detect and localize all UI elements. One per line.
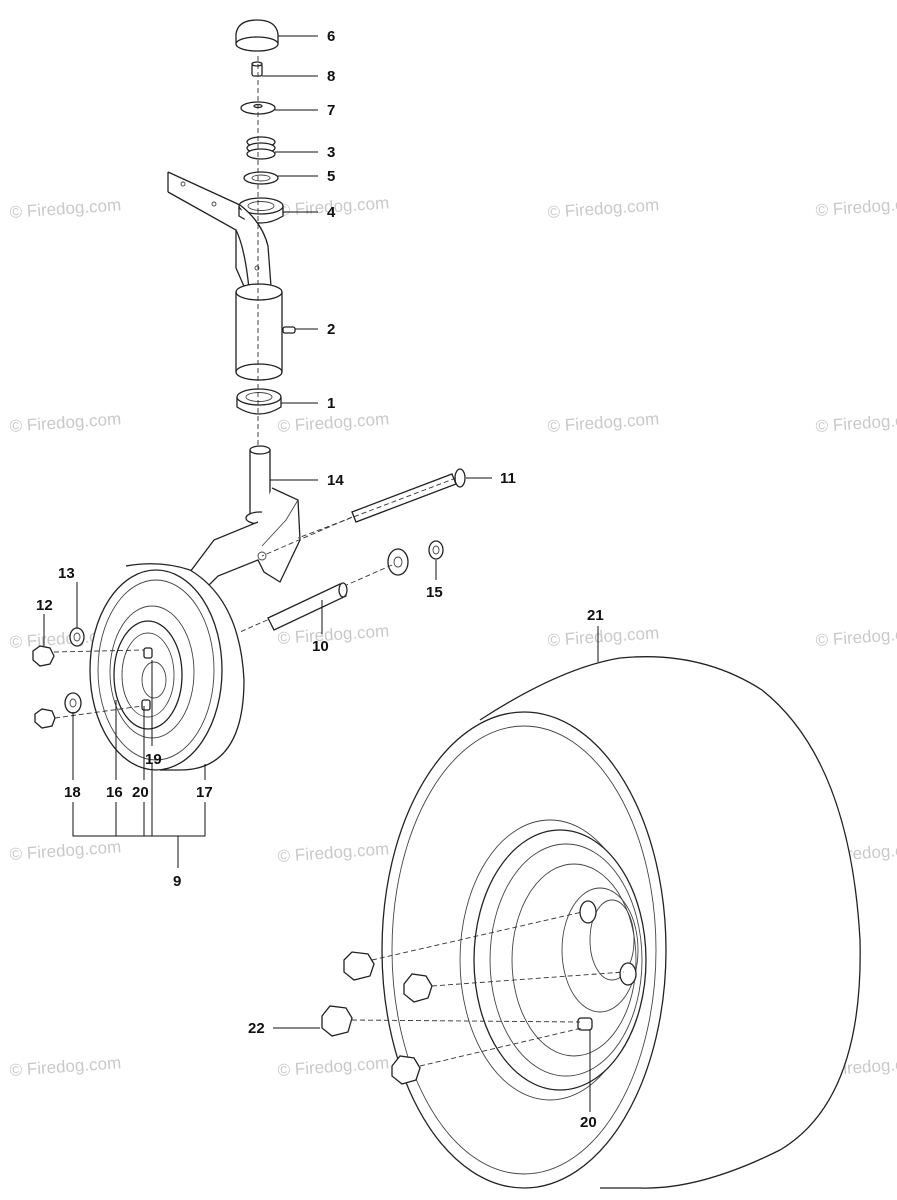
watermark: © Firedog.com [547, 409, 660, 436]
watermark: © Firedog.com [815, 409, 897, 436]
spacer-part [387, 548, 409, 576]
washer-part [69, 627, 85, 647]
lug-nut-part [321, 1005, 353, 1037]
lug-nut-part [34, 708, 56, 729]
callout-8: 8 [327, 68, 335, 85]
leader-lines [43, 35, 599, 1112]
callout-2: 2 [327, 321, 335, 338]
callout-19: 19 [145, 751, 162, 768]
watermark: © Firedog.com [9, 1053, 122, 1080]
dust-cap-part [235, 19, 279, 52]
pivot-tube-part [235, 283, 296, 381]
watermark: © Firedog.com [815, 193, 897, 220]
callout-1: 1 [327, 395, 335, 412]
axle-bolt-part [351, 468, 466, 523]
watermark: © Firedog.com [277, 409, 390, 436]
callout-10: 10 [312, 638, 329, 655]
callout-21: 21 [587, 607, 604, 624]
watermark: © Firedog.com [547, 195, 660, 222]
watermark: © Firedog.com [9, 837, 122, 864]
callout-6: 6 [327, 28, 335, 45]
watermark: © Firedog.com [9, 195, 122, 222]
callout-20: 20 [580, 1114, 597, 1131]
watermark: © Firedog.com [547, 623, 660, 650]
watermark: © Firedog.com [277, 621, 390, 648]
callout-17: 17 [196, 784, 213, 801]
caster-wheel-assembly [32, 563, 245, 771]
callout-7: 7 [327, 102, 335, 119]
caster-stack [167, 19, 466, 633]
lug-nut-part [343, 951, 375, 981]
axle-spacer-part [267, 582, 348, 631]
washer-part [243, 171, 279, 185]
lug-nut-part [391, 1055, 421, 1085]
callout-5: 5 [327, 168, 335, 185]
washer-part [428, 540, 444, 560]
callout-11: 11 [500, 470, 516, 487]
callout-12: 12 [36, 597, 53, 614]
watermark: © Firedog.com [9, 409, 122, 436]
callout-22: 22 [248, 1020, 265, 1037]
callouts: 6 8 7 3 5 4 2 1 14 11 13 12 15 10 21 19 … [36, 28, 604, 1131]
callout-16: 16 [106, 784, 123, 801]
lug-nut-part [403, 973, 433, 1003]
bearing-part [238, 197, 284, 224]
callout-20: 20 [132, 784, 149, 801]
frame-arm-part [167, 171, 273, 301]
spring-part [246, 136, 276, 160]
watermark: © Firedog.com [277, 1053, 390, 1080]
watermark: © Firedog.com [815, 623, 897, 650]
callout-15: 15 [426, 584, 443, 601]
rear-wheel-assembly [321, 656, 861, 1189]
callout-13: 13 [58, 565, 75, 582]
callout-3: 3 [327, 144, 335, 161]
callout-14: 14 [327, 472, 344, 489]
callout-4: 4 [327, 204, 336, 221]
watermark: © Firedog.com [277, 839, 390, 866]
grease-fitting-part [251, 61, 263, 77]
bearing-part [236, 388, 282, 415]
callout-18: 18 [64, 784, 81, 801]
callout-9: 9 [173, 873, 181, 890]
washer-part [64, 692, 82, 714]
lug-nut-part [32, 645, 55, 667]
